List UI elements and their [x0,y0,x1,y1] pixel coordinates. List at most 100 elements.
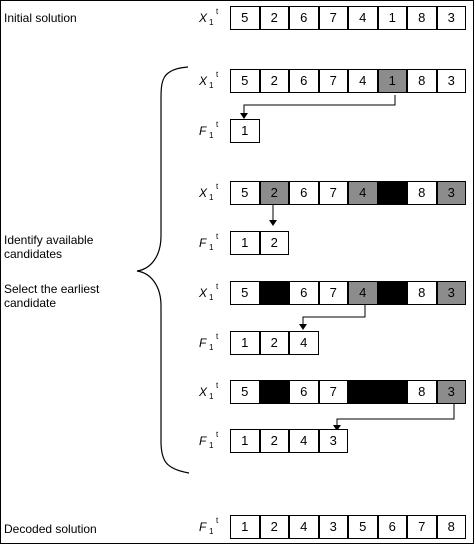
sequence-cell: 6 [289,380,319,404]
sequence-cell: 6 [289,281,319,305]
variable-letter: X [199,186,208,200]
sequence-cell: 4 [348,281,378,305]
sequence-cell: 1 [377,6,407,30]
variable-sup: t [216,232,219,241]
sequence-cell: 1 [230,515,260,539]
variable-sub: 1 [209,392,214,401]
sequence-cell: 1 [230,119,260,143]
sequence-cell: 2 [259,6,289,30]
variable-letter: F [199,520,207,534]
sequence-cell: 6 [289,6,319,30]
variable-sup: t [216,70,219,79]
sequence-cell: 7 [318,380,348,404]
curly-brace [136,66,190,474]
variable-letter: F [199,434,207,448]
sequence-cell: 8 [407,6,437,30]
sequence-cell: 3 [436,69,466,93]
variable-sup: t [216,332,219,341]
sequence-cell: 2 [259,231,289,255]
variable-sub: 1 [209,193,214,202]
sequence-cell: 8 [407,69,437,93]
sequence-cell: 8 [407,181,437,205]
variable-sub: 1 [209,293,214,302]
decoded-solution-label: Decoded solution [4,522,97,536]
sequence-cell: 2 [259,515,289,539]
sequence-cell: 1 [230,231,260,255]
arrow-2 [269,205,277,226]
sequence-cell: 7 [407,515,437,539]
sequence-cell: 3 [436,380,466,404]
sequence-cell: 2 [259,429,289,453]
sequence-cell: 8 [436,515,466,539]
variable-letter: F [199,124,207,138]
variable-sup: t [216,120,219,129]
variable-letter: X [199,286,208,300]
variable-sup: t [216,381,219,390]
sequence-cell: 1 [230,331,260,355]
sequence-cell: 5 [230,281,260,305]
sequence-cell [259,380,289,404]
sequence-cell: 1 [230,429,260,453]
identify-candidates-label: Identify available candidates [4,233,94,261]
sequence-cell: 5 [230,380,260,404]
variable-sup: t [216,7,219,16]
variable-sup: t [216,182,219,191]
variable-sub: 1 [209,131,214,140]
sequence-cell: 3 [436,6,466,30]
sequence-cell: 7 [318,281,348,305]
sequence-cell: 2 [259,181,289,205]
arrow-4 [333,403,455,431]
sequence-cell: 1 [377,69,407,93]
sequence-cell: 4 [289,331,319,355]
sequence-cell: 7 [318,6,348,30]
variable-sup: t [216,282,219,291]
sequence-cell: 4 [289,429,319,453]
sequence-cell [377,281,407,305]
sequence-cell: 6 [289,69,319,93]
sequence-cell: 5 [230,181,260,205]
variable-letter: F [199,236,207,250]
variable-letter: X [199,74,208,88]
variable-letter: F [199,336,207,350]
sequence-cell: 4 [348,181,378,205]
sequence-cell: 7 [318,69,348,93]
variable-sup: t [216,516,219,525]
initial-solution-label: Initial solution [4,11,77,25]
sequence-cell [259,281,289,305]
sequence-cell [377,380,407,404]
variable-sub: 1 [209,343,214,352]
variable-sub: 1 [209,81,214,90]
sequence-cell: 6 [377,515,407,539]
sequence-cell: 3 [436,281,466,305]
sequence-cell: 2 [259,69,289,93]
sequence-cell: 3 [318,515,348,539]
variable-sub: 1 [209,527,214,536]
variable-sub: 1 [209,18,214,27]
arrow-1 [240,95,396,119]
select-earliest-label: Select the earliest candidate [4,282,100,310]
variable-letter: X [199,385,208,399]
variable-sup: t [216,430,219,439]
variable-sub: 1 [209,243,214,252]
sequence-cell: 5 [230,6,260,30]
sequence-cell: 4 [289,515,319,539]
arrow-3 [299,304,366,330]
sequence-cell: 8 [407,380,437,404]
sequence-cell: 4 [348,69,378,93]
variable-sub: 1 [209,441,214,450]
variable-letter: X [199,11,208,25]
sequence-cell: 5 [348,515,378,539]
sequence-cell: 4 [348,6,378,30]
sequence-cell: 7 [318,181,348,205]
sequence-cell: 5 [230,69,260,93]
